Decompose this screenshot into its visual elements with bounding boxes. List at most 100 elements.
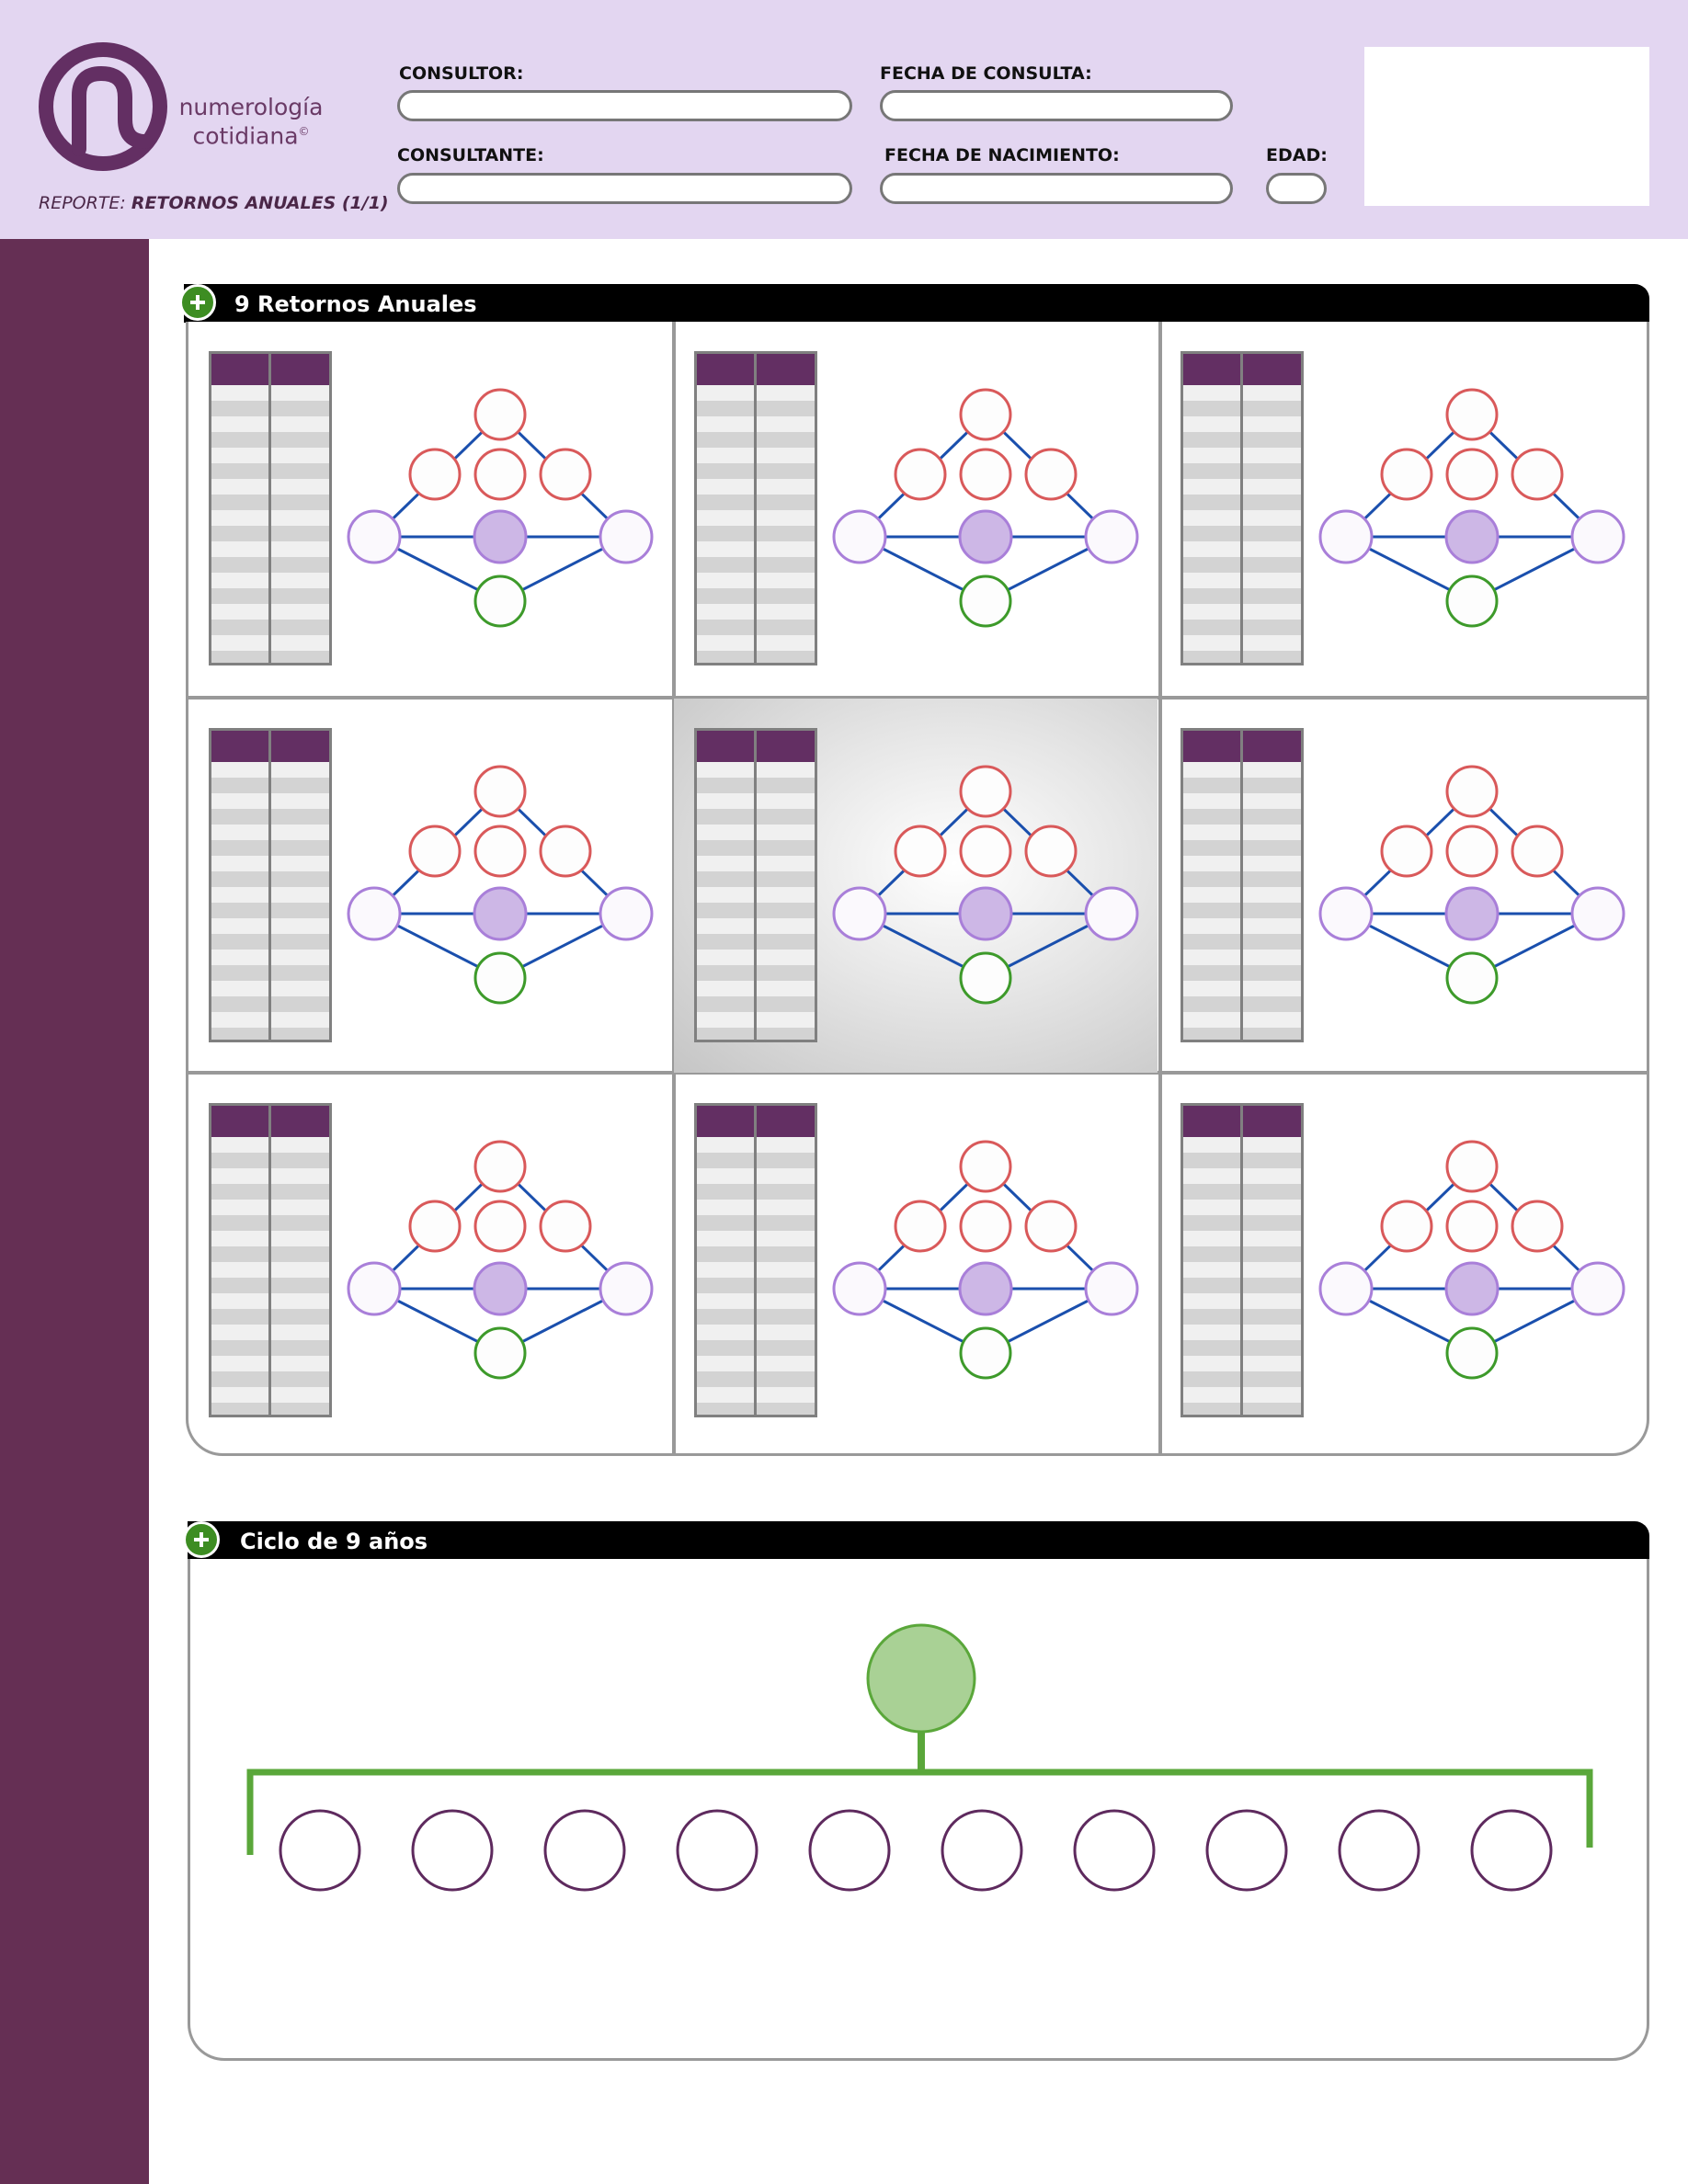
retornos-header-bar [184,284,1649,323]
pyramid-diagram [832,765,1139,1005]
retorno-table [694,728,817,1042]
pyramid-node [1570,509,1625,564]
pyramid-node [1024,1200,1078,1253]
table-column-divider [268,354,271,663]
pyramid-node [1445,951,1499,1005]
pyramid-node [1380,825,1433,878]
retorno-cell [674,322,1158,696]
pyramid-node [958,886,1013,941]
copyright-mark: © [298,125,310,138]
pyramid-node [1024,825,1078,878]
pyramid-node [473,886,528,941]
pyramid-node [599,886,654,941]
pyramid-node [473,509,528,564]
fecha-nacimiento-field[interactable] [880,173,1233,204]
table-column-divider [268,1106,271,1415]
pyramid-node [539,1200,592,1253]
retornos-title: 9 Retornos Anuales [234,291,477,317]
pyramid-node [832,886,887,941]
table-column-divider [268,731,271,1040]
pyramid-node [1511,825,1564,878]
pyramid-node [894,1200,947,1253]
grid-divider [188,696,1649,700]
pyramid-node [959,825,1012,878]
pyramid-diagram [1318,388,1625,628]
pyramid-node [473,388,527,441]
retorno-cell [188,699,672,1073]
pyramid-node [894,448,947,501]
pyramid-node [959,448,1012,501]
pyramid-node [1511,1200,1564,1253]
pyramid-node [1445,825,1499,878]
table-column-divider [754,1106,757,1415]
photo-placeholder [1364,47,1649,206]
retorno-cell [1160,322,1644,696]
pyramid-node [1024,448,1078,501]
retorno-cell [674,699,1158,1073]
pyramid-node [1570,886,1625,941]
pyramid-node [958,1261,1013,1316]
sidebar-band [0,239,149,2184]
pyramid-node [599,1261,654,1316]
pyramid-node [1445,765,1499,818]
pyramid-node [1445,1140,1499,1193]
pyramid-node [1444,509,1500,564]
pyramid-node [1444,1261,1500,1316]
pyramid-node [1084,509,1139,564]
edad-field[interactable] [1266,173,1327,204]
report-prefix: REPORTE: [39,193,126,213]
pyramid-diagram [347,765,654,1005]
pyramid-node [473,1326,527,1380]
table-column-divider [754,354,757,663]
ciclo-panel [188,1559,1649,2061]
pyramid-node [347,1261,402,1316]
pyramid-node [1318,509,1374,564]
retorno-table [1180,728,1304,1042]
pyramid-node [347,509,402,564]
pyramid-node [1318,1261,1374,1316]
plus-icon[interactable] [183,1521,220,1558]
pyramid-node [473,765,527,818]
pyramid-node [408,448,462,501]
consultor-label: CONSULTOR: [399,63,524,84]
pyramid-node [347,886,402,941]
pyramid-diagram [832,388,1139,628]
pyramid-node [959,574,1012,628]
pyramid-diagram [347,388,654,628]
pyramid-node [832,1261,887,1316]
fecha-consulta-field[interactable] [880,90,1233,121]
pyramid-node [958,509,1013,564]
table-column-divider [1240,354,1243,663]
report-name: RETORNOS ANUALES (1/1) [131,193,389,213]
consultor-field[interactable] [397,90,852,121]
ciclo-title: Ciclo de 9 años [240,1529,428,1554]
retorno-table [209,728,332,1042]
pyramid-node [1570,1261,1625,1316]
pyramid-node [1318,886,1374,941]
retorno-table [209,1103,332,1417]
retorno-table [694,1103,817,1417]
brand-line-1: numerología [178,94,324,120]
grid-divider [188,1071,1649,1075]
pyramid-node [1380,1200,1433,1253]
consultante-field[interactable] [397,173,852,204]
table-column-divider [1240,1106,1243,1415]
retorno-cell [188,322,672,696]
pyramid-node [473,1200,527,1253]
pyramid-node [539,448,592,501]
table-column-divider [754,731,757,1040]
retorno-cell [674,1074,1158,1448]
report-header: numerología cotidiana© REPORTE: RETORNOS… [0,0,1688,239]
pyramid-node [959,1200,1012,1253]
table-column-divider [1240,731,1243,1040]
pyramid-node [1445,1326,1499,1380]
pyramid-diagram [832,1140,1139,1380]
pyramid-node [408,825,462,878]
pyramid-node [599,509,654,564]
report-title: REPORTE: RETORNOS ANUALES (1/1) [39,193,389,213]
plus-icon[interactable] [179,284,216,321]
pyramid-node [959,951,1012,1005]
pyramid-node [959,388,1012,441]
retorno-cell [1160,699,1644,1073]
pyramid-node [473,825,527,878]
